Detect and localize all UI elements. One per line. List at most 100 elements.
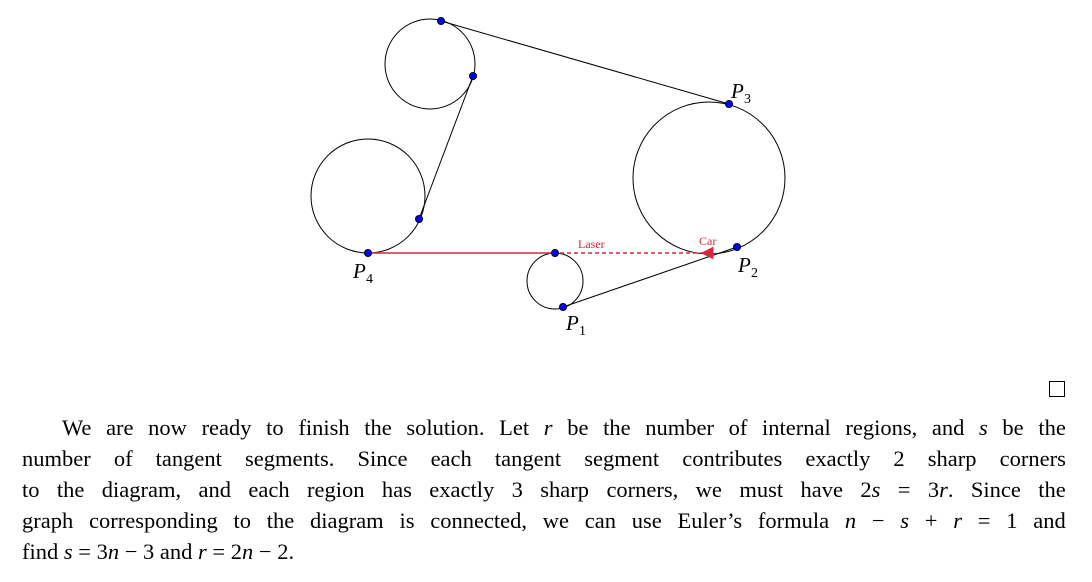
word: =	[897, 477, 911, 502]
word-group: s	[900, 505, 909, 536]
word: formula	[757, 508, 830, 533]
tangent-bottom	[562, 246, 738, 308]
word-group: of	[114, 443, 133, 474]
word: we	[542, 508, 570, 533]
word-group: have	[800, 474, 842, 505]
word: 1	[1006, 508, 1018, 533]
word-group: the	[1038, 412, 1066, 443]
circle-right	[632, 101, 786, 255]
text-segment: find	[22, 539, 64, 564]
point-p1	[559, 302, 568, 311]
word: diagram	[309, 508, 384, 533]
word: Euler’s	[677, 508, 743, 533]
word-group: sharp	[540, 474, 589, 505]
math-variable: r	[953, 508, 963, 533]
word: has	[381, 477, 412, 502]
text-segment: − 2.	[253, 539, 295, 564]
word-group: formula	[758, 505, 829, 536]
text-segment: = 3	[72, 539, 108, 564]
word-group: be	[567, 412, 588, 443]
word-group: number	[22, 443, 91, 474]
word-group: regions,	[845, 412, 917, 443]
point	[414, 214, 423, 223]
word-group: 2	[893, 443, 904, 474]
word-group: and	[1033, 505, 1066, 536]
word-group: the	[267, 505, 295, 536]
word: segment	[584, 446, 660, 471]
word: exactly	[429, 477, 495, 502]
word: sharp	[540, 477, 590, 502]
word: the	[266, 508, 295, 533]
word: we	[695, 477, 722, 502]
word-group: tangent	[156, 443, 222, 474]
word: now	[148, 415, 187, 440]
word: −	[871, 508, 885, 533]
word: be	[567, 415, 589, 440]
word: the	[603, 415, 631, 440]
word-group: finish	[298, 412, 349, 443]
word-group: corners,	[606, 474, 678, 505]
word: to	[22, 477, 40, 502]
word-group: each	[431, 443, 472, 474]
math-variable: r	[198, 539, 207, 564]
math-variable: s	[63, 539, 73, 564]
word: be	[1002, 415, 1024, 440]
word: tangent	[155, 446, 222, 471]
label-p1-sub: 1	[579, 324, 586, 339]
word-group: the	[57, 474, 85, 505]
math-variable: s	[900, 508, 910, 533]
word: Since	[970, 477, 1021, 502]
word: tangent	[494, 446, 562, 471]
word: region	[307, 477, 365, 502]
word: +	[924, 508, 938, 533]
word: must	[739, 477, 784, 502]
word: contributes	[682, 446, 783, 471]
word: is	[399, 508, 415, 533]
qed-box	[1049, 381, 1065, 397]
word-group: r	[953, 505, 962, 536]
label-p1: P	[565, 311, 579, 335]
word-group: =	[978, 505, 991, 536]
point	[436, 16, 445, 25]
car-label: Car	[699, 234, 716, 248]
text-segment: = 2	[206, 539, 242, 564]
word: segments.	[245, 446, 335, 471]
word-group: connected,	[430, 505, 527, 536]
word-group: r	[544, 412, 553, 443]
word-group: are	[106, 412, 133, 443]
word: of	[113, 446, 133, 471]
word: exactly	[805, 446, 871, 471]
word-group: 3r.	[928, 474, 954, 505]
word-group: corresponding	[89, 505, 218, 536]
word: corners	[999, 446, 1066, 471]
word-group: 1	[1006, 505, 1017, 536]
word-group: n	[845, 505, 856, 536]
word: and	[931, 415, 965, 440]
word: 3	[927, 477, 940, 502]
point-p3	[725, 100, 734, 109]
math-variable: s	[979, 415, 988, 440]
label-p4: P	[352, 259, 366, 283]
word: and	[1033, 508, 1066, 533]
word: 2	[860, 477, 872, 502]
word: diagram,	[101, 477, 182, 502]
word: 2	[893, 446, 905, 471]
point	[468, 72, 477, 81]
math-variable: n	[107, 539, 120, 564]
word-group: the	[364, 412, 392, 443]
word-group: now	[148, 412, 187, 443]
circle-top	[384, 18, 476, 110]
word-group: Since	[357, 443, 407, 474]
word: corners,	[606, 477, 679, 502]
word-group: exactly	[805, 443, 870, 474]
word-group: exactly	[429, 474, 494, 505]
word-group: use	[632, 505, 662, 536]
label-p3-sub: 3	[744, 92, 751, 107]
label-p2: P	[737, 253, 751, 277]
word-group: to	[266, 412, 284, 443]
word-group: 2s	[860, 474, 880, 505]
